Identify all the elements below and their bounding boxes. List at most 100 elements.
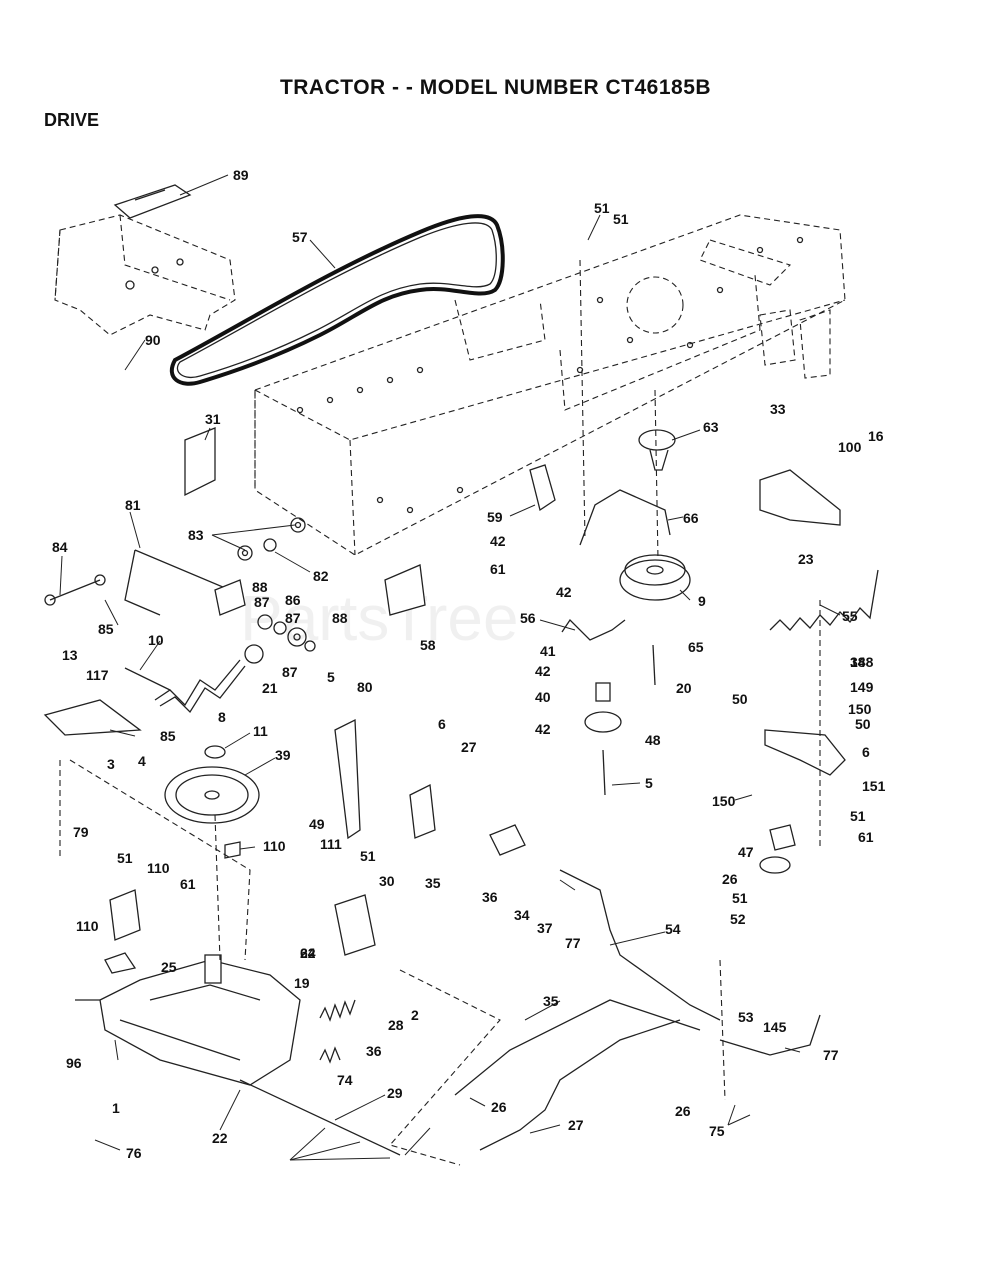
washers-83 bbox=[237, 517, 306, 561]
callout-label: 42 bbox=[556, 584, 572, 600]
callout-label: 111 bbox=[320, 836, 342, 852]
callout-label: 55 bbox=[842, 608, 858, 624]
pedal-rod-37 bbox=[559, 869, 721, 1021]
bracket-31 bbox=[184, 427, 216, 497]
key-plate-89 bbox=[113, 184, 192, 219]
pulley-38 bbox=[584, 711, 622, 733]
spacer-40 bbox=[595, 682, 611, 702]
callout-label: 2 bbox=[411, 1007, 419, 1023]
lift-rod-assembly-81-84 bbox=[44, 549, 246, 616]
transaxle-1 bbox=[75, 954, 401, 1156]
callout-label: 38 bbox=[850, 654, 866, 670]
callout-label: 110 bbox=[147, 860, 170, 876]
callout-label: 5 bbox=[645, 775, 653, 791]
bracket-49 bbox=[769, 824, 796, 851]
callout-label: 86 bbox=[285, 592, 301, 608]
callout-label: 90 bbox=[145, 332, 161, 348]
callout-label: 23 bbox=[798, 551, 814, 567]
callout-label: 85 bbox=[98, 621, 114, 637]
callout-label: 37 bbox=[537, 920, 553, 936]
callout-label: 30 bbox=[379, 873, 395, 889]
callout-label: 51 bbox=[613, 211, 629, 227]
callout-label: 87 bbox=[285, 610, 301, 626]
drive-belt-inner-57 bbox=[176, 222, 497, 378]
callout-label: 79 bbox=[73, 824, 89, 840]
callout-label: 27 bbox=[568, 1117, 584, 1133]
callout-label: 100 bbox=[838, 439, 862, 455]
lift-plate-80 bbox=[43, 699, 142, 736]
callout-label: 80 bbox=[357, 679, 373, 695]
callout-label: 6 bbox=[862, 744, 870, 760]
callout-label: 8 bbox=[218, 709, 226, 725]
callout-label: 150 bbox=[712, 793, 736, 809]
section-title: DRIVE bbox=[44, 110, 100, 130]
page-title: TRACTOR - - MODEL NUMBER CT46185B bbox=[279, 76, 712, 99]
callout-label: 24 bbox=[300, 945, 316, 961]
callout-label: 85 bbox=[160, 728, 176, 744]
callout-label: 65 bbox=[688, 639, 704, 655]
callout-label: 52 bbox=[730, 911, 746, 927]
callout-label: 84 bbox=[52, 539, 68, 555]
callout-label: 76 bbox=[126, 1145, 142, 1161]
callout-label: 48 bbox=[645, 732, 661, 748]
callout-label: 9 bbox=[698, 593, 706, 609]
callout-label: 59 bbox=[487, 509, 503, 525]
callout-label: 87 bbox=[282, 664, 298, 680]
callout-label: 13 bbox=[62, 647, 78, 663]
callout-label: 6 bbox=[438, 716, 446, 732]
callout-label: 145 bbox=[763, 1019, 787, 1035]
dash-panel-outline bbox=[54, 214, 236, 336]
spring-25 bbox=[319, 999, 356, 1022]
callout-label: 117 bbox=[86, 667, 109, 683]
bushing-62 bbox=[489, 824, 526, 856]
callout-label: 47 bbox=[738, 844, 754, 860]
spring-55 bbox=[769, 569, 879, 631]
bolt-20 bbox=[652, 644, 656, 686]
callout-label: 49 bbox=[309, 816, 325, 832]
callout-label: 40 bbox=[535, 689, 551, 705]
callout-label: 150 bbox=[848, 701, 872, 717]
callout-label: 50 bbox=[732, 691, 748, 707]
callout-label: 1 bbox=[112, 1100, 120, 1116]
callout-label: 88 bbox=[332, 610, 348, 626]
bracket-23 bbox=[759, 469, 841, 526]
callout-label: 110 bbox=[76, 918, 99, 934]
spring-10 bbox=[124, 667, 171, 691]
callout-label: 54 bbox=[665, 921, 681, 937]
clutch-9 bbox=[619, 554, 691, 601]
callout-label: 31 bbox=[205, 411, 221, 427]
callout-label: 26 bbox=[491, 1099, 507, 1115]
callout-labels: 89 57 90 31 51 51 63 33 100 16 81 83 82 … bbox=[52, 167, 886, 1161]
callout-label: 148 bbox=[850, 654, 874, 670]
callout-label: 22 bbox=[212, 1130, 228, 1146]
callout-label: 51 bbox=[850, 808, 866, 824]
callout-label: 28 bbox=[388, 1017, 404, 1033]
key-79 bbox=[224, 841, 241, 859]
callout-label: 29 bbox=[387, 1085, 403, 1101]
rod-66 bbox=[579, 489, 671, 546]
callout-label: 81 bbox=[125, 497, 141, 513]
callout-label: 51 bbox=[732, 890, 748, 906]
bracket-5-lower bbox=[409, 784, 436, 839]
callout-label: 26 bbox=[722, 871, 738, 887]
bracket-59 bbox=[529, 464, 556, 512]
bracket-111 bbox=[334, 894, 376, 956]
callout-label: 75 bbox=[709, 1123, 725, 1139]
callout-label: 88 bbox=[252, 579, 268, 595]
callout-label: 42 bbox=[535, 721, 551, 737]
callout-label: 3 bbox=[107, 756, 115, 772]
alignment-lines bbox=[59, 259, 821, 1166]
callout-label: 87 bbox=[254, 594, 270, 610]
rod-53 bbox=[719, 1014, 821, 1056]
callout-label: 39 bbox=[275, 747, 291, 763]
callout-label: 53 bbox=[738, 1009, 754, 1025]
part-54 bbox=[104, 952, 137, 974]
callout-label: 89 bbox=[233, 167, 249, 183]
washer-4 bbox=[204, 745, 226, 759]
callout-label: 5 bbox=[327, 669, 335, 685]
callout-label: 56 bbox=[520, 610, 536, 626]
tractor-frame-outline bbox=[254, 214, 846, 556]
bolt-39 bbox=[602, 749, 606, 796]
plate-48 bbox=[764, 729, 846, 776]
